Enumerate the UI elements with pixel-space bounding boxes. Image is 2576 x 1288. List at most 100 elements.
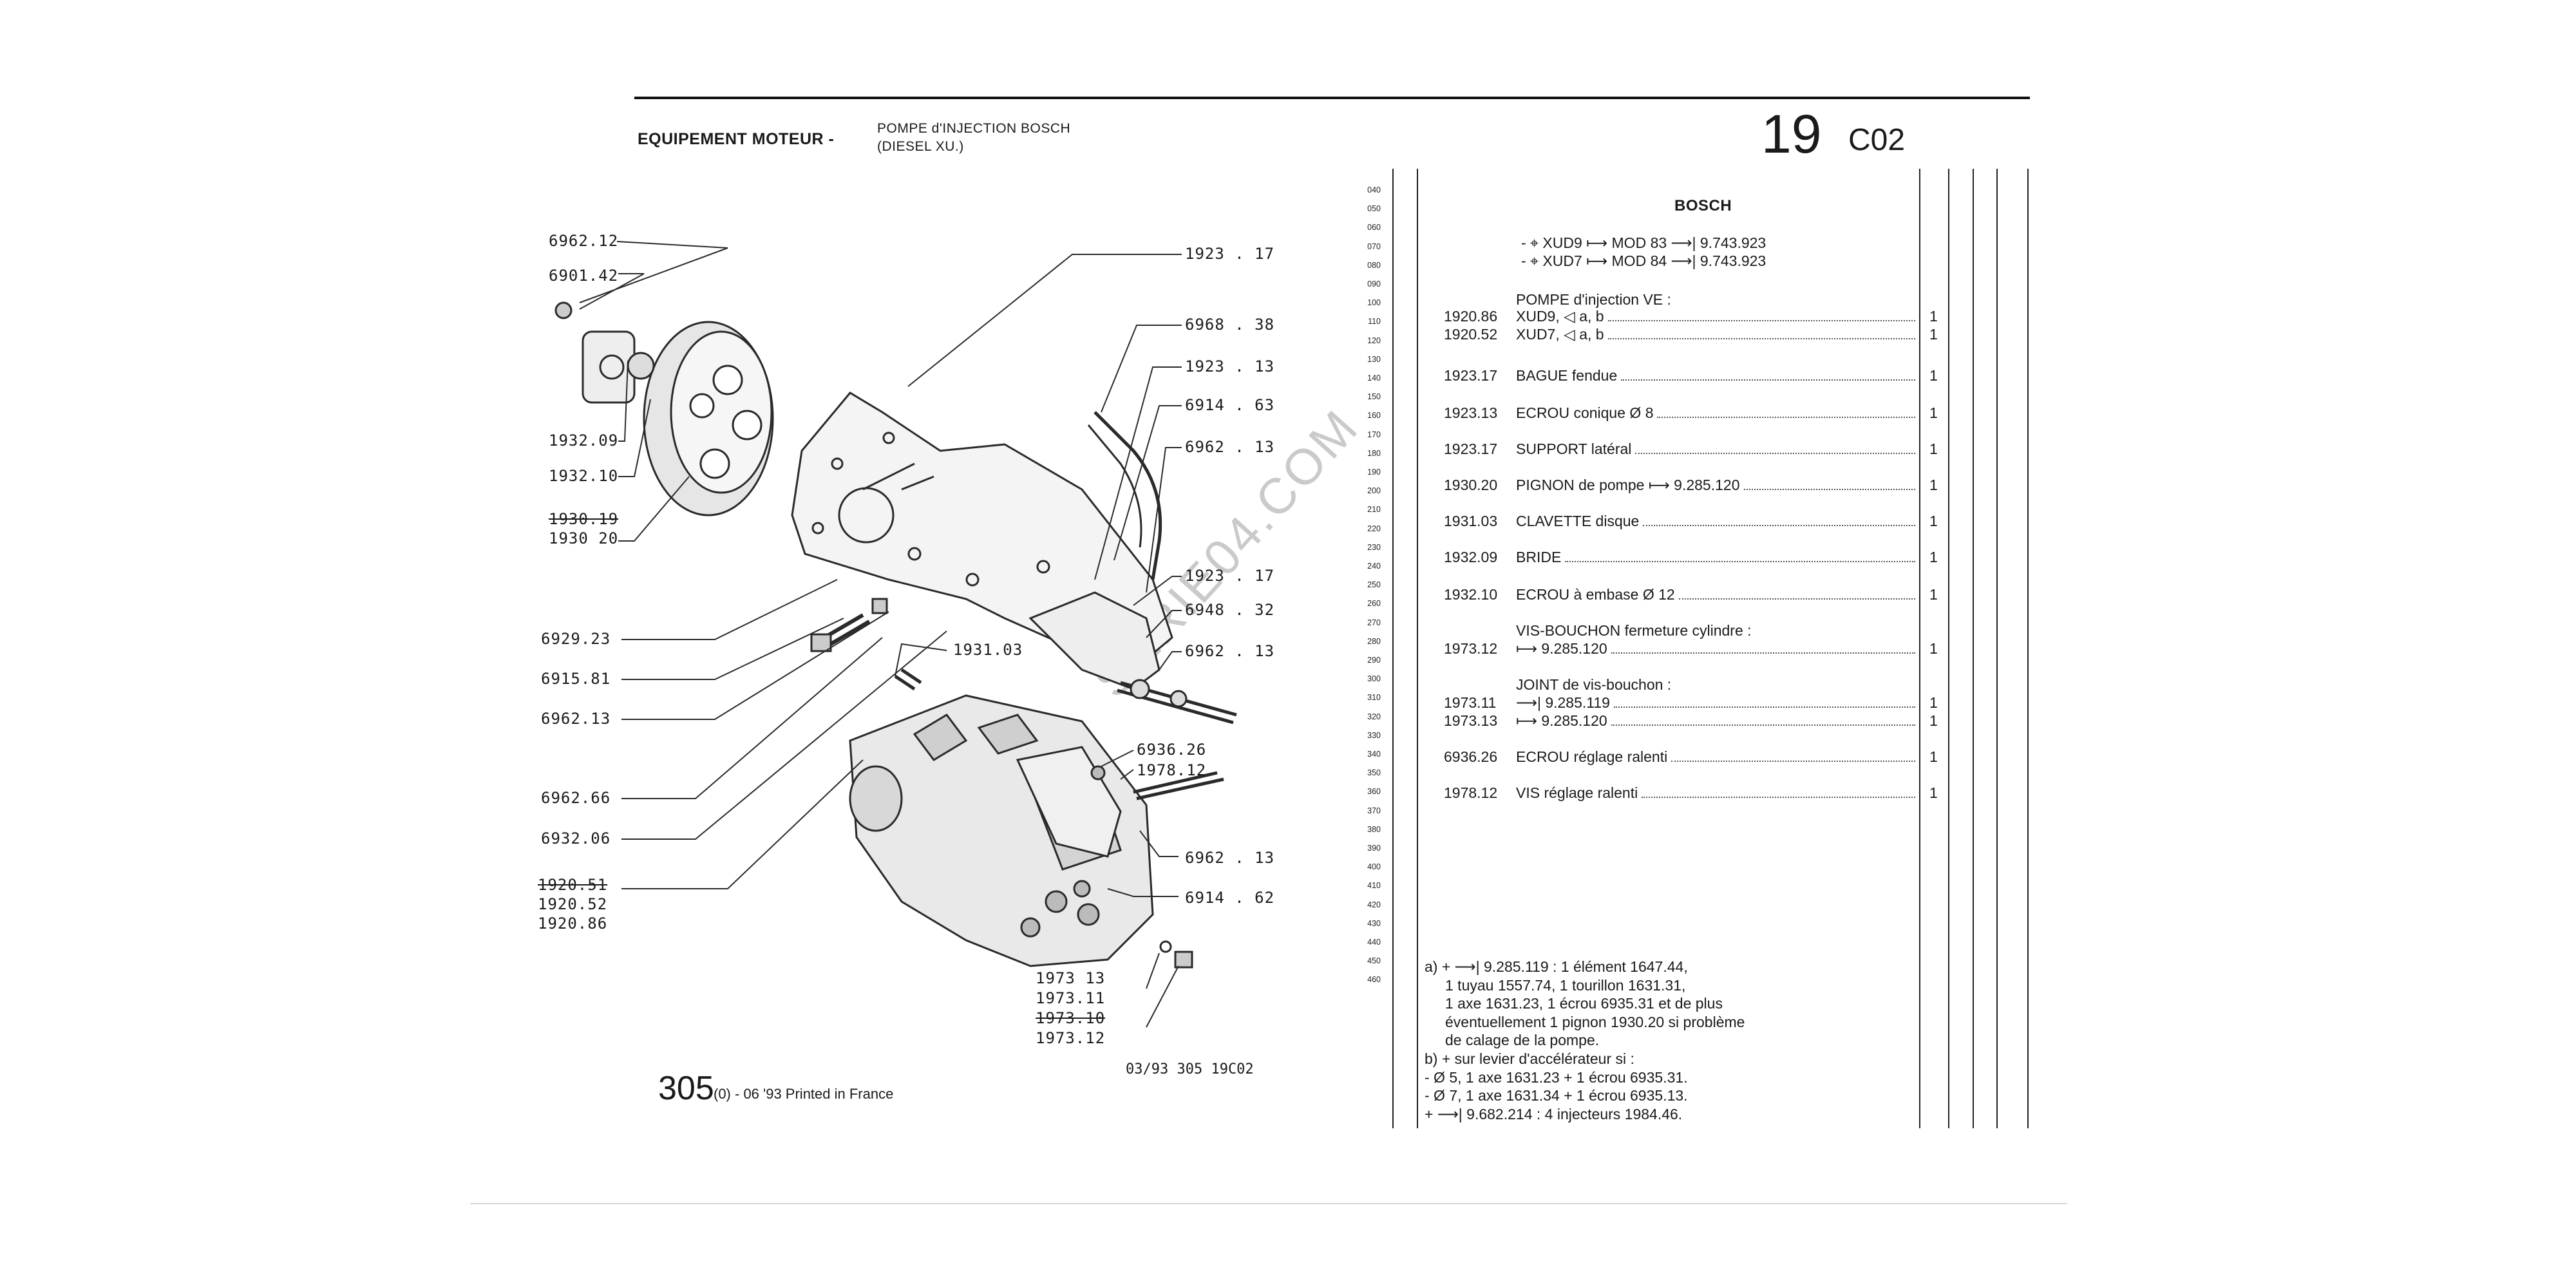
callout-label: 6962 . 13: [1185, 642, 1275, 660]
parts-row: 1932.10 ECROU à embase Ø 12: [1444, 586, 1919, 603]
leader-dots: [1678, 598, 1915, 600]
leader-dots: [1607, 338, 1915, 339]
callout-label: 6962 . 13: [1185, 849, 1275, 867]
part-description: XUD9, ◁ a, b: [1516, 308, 1604, 325]
line-number: 140: [1367, 374, 1381, 383]
part-description: VIS réglage ralenti: [1516, 784, 1638, 801]
section-subtitle: POMPE d'INJECTION BOSCH (DIESEL XU.): [877, 120, 1070, 156]
line-number: 220: [1367, 524, 1381, 533]
part-reference: 1932.10: [1444, 586, 1498, 603]
callout-label: 1923 . 17: [1185, 245, 1275, 263]
table-rule: [1996, 169, 1998, 1128]
line-number: 430: [1367, 918, 1381, 928]
callout-label: 1973 13: [1036, 969, 1106, 987]
part-description: ECROU à embase Ø 12: [1516, 586, 1675, 603]
part-reference: 1931.03: [1444, 513, 1498, 529]
callout-label: 6901.42: [549, 267, 619, 285]
note-line: éventuellement 1 pignon 1930.20 si probl…: [1445, 1013, 1745, 1030]
subtitle-line-2: (DIESEL XU.): [877, 139, 964, 154]
table-rule: [1392, 169, 1394, 1128]
line-number: 210: [1367, 505, 1381, 515]
part-description: ⟼ 9.285.120: [1516, 640, 1607, 657]
line-number: 160: [1367, 411, 1381, 421]
parts-row: 1930.20 PIGNON de pompe ⟼ 9.285.120: [1444, 477, 1919, 494]
callout-label: 6962 . 13: [1185, 438, 1275, 456]
model-engine: XUD7: [1542, 252, 1582, 269]
leader-dots: [1643, 525, 1915, 526]
callout-label: 1920.86: [538, 914, 608, 933]
callout-label-superseded: 1930.19: [549, 510, 619, 528]
part-reference: 1978.12: [1444, 784, 1498, 801]
parts-row: 1978.12 VIS réglage ralenti: [1444, 784, 1919, 802]
part-quantity: 1: [1929, 712, 1938, 729]
callout-label-superseded: 1920.51: [538, 876, 608, 894]
line-number: 410: [1367, 881, 1381, 891]
part-quantity: 1: [1929, 367, 1938, 384]
line-number: 040: [1367, 185, 1381, 194]
callout-label: 6962.66: [541, 789, 611, 807]
line-number: 150: [1367, 392, 1381, 402]
callout-label: 1973.11: [1036, 989, 1106, 1007]
section-title: EQUIPEMENT MOTEUR -: [638, 130, 835, 148]
note-line: a) + ⟶| 9.285.119 : 1 élément 1647.44,: [1425, 958, 1688, 975]
callout-label: 6962.13: [541, 710, 611, 728]
callout-label: 1931.03: [953, 641, 1023, 659]
line-number: 190: [1367, 468, 1381, 477]
line-number: 050: [1367, 204, 1381, 214]
leader-dots: [1613, 706, 1915, 708]
callout-label: 1920.52: [538, 895, 608, 913]
part-reference: 1920.52: [1444, 326, 1498, 343]
part-description: PIGNON de pompe ⟼ 9.285.120: [1516, 477, 1740, 493]
part-quantity: 1: [1929, 404, 1938, 421]
parts-row: 1973.12⟼ 9.285.120: [1444, 640, 1919, 658]
part-description: POMPE d'injection VE :: [1516, 291, 1671, 308]
callout-label: 1932.10: [549, 467, 619, 485]
line-number: 330: [1367, 730, 1381, 740]
line-number: 290: [1367, 656, 1381, 665]
callout-label: 1930 20: [549, 529, 619, 547]
part-reference: 1973.13: [1444, 712, 1498, 729]
model-to: 9.743.923: [1700, 234, 1766, 251]
note-line: de calage de la pompe.: [1445, 1032, 1600, 1049]
model-to: 9.743.923: [1700, 252, 1766, 269]
table-rule: [1919, 169, 1920, 1128]
table-rule: [1417, 169, 1418, 1128]
line-number: 230: [1367, 542, 1381, 552]
part-reference: 1923.17: [1444, 440, 1498, 457]
part-description: ECROU réglage ralenti: [1516, 748, 1668, 765]
part-description: CLAVETTE disque: [1516, 513, 1640, 529]
part-quantity: 1: [1929, 586, 1938, 603]
subtitle-line-1: POMPE d'INJECTION BOSCH: [877, 121, 1071, 136]
parts-row: 1973.11⟶| 9.285.119: [1444, 694, 1919, 712]
line-number: 400: [1367, 862, 1381, 872]
part-reference: 1923.13: [1444, 404, 1498, 421]
callout-label: 1978.12: [1137, 761, 1207, 779]
table-rule: [1973, 169, 1974, 1128]
callout-label: 6948 . 32: [1185, 601, 1275, 619]
parts-row: 1973.13⟼ 9.285.120: [1444, 712, 1919, 730]
part-quantity: 1: [1929, 440, 1938, 457]
model-engine: XUD9: [1542, 234, 1582, 251]
line-number: 370: [1367, 806, 1381, 815]
callout-label: 6962.12: [549, 232, 619, 250]
note-line: 1 tuyau 1557.74, 1 tourillon 1631.31,: [1445, 976, 1686, 994]
line-number: 080: [1367, 260, 1381, 270]
part-description: ⟶| 9.285.119: [1516, 694, 1610, 711]
parts-row: 1920.52 XUD7, ◁ a, b: [1444, 326, 1919, 343]
line-number: 180: [1367, 448, 1381, 458]
part-quantity: 1: [1929, 640, 1938, 657]
part-reference: 1930.20: [1444, 477, 1498, 493]
line-number: 170: [1367, 430, 1381, 439]
leader-dots: [1611, 652, 1915, 654]
table-rule: [1948, 169, 1949, 1128]
part-description: XUD7, ◁ a, b: [1516, 326, 1604, 343]
callout-label: 1932.09: [549, 431, 619, 450]
callout-label: 6932.06: [541, 829, 611, 848]
part-quantity: 1: [1929, 513, 1938, 529]
line-number: 390: [1367, 844, 1381, 853]
part-quantity: 1: [1929, 326, 1938, 343]
